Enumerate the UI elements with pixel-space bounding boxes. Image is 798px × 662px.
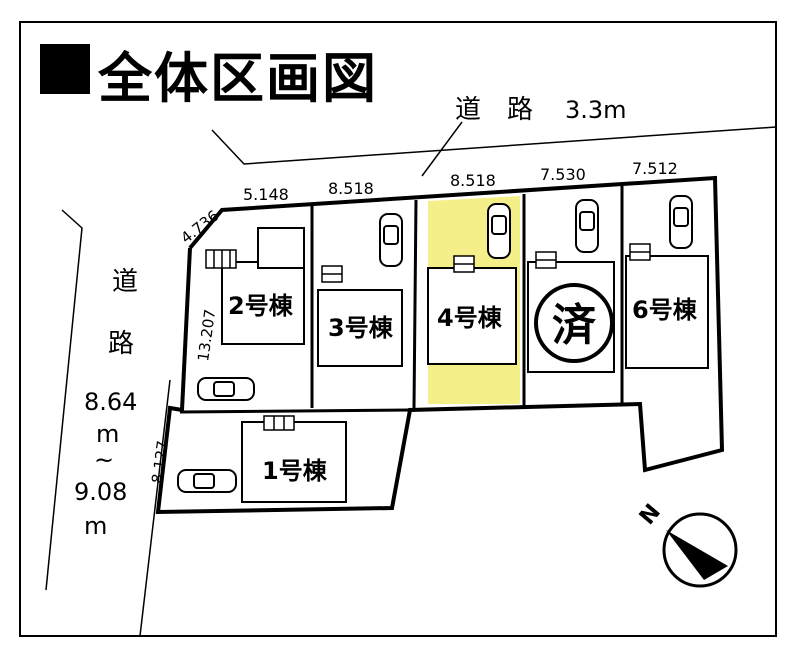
site-outline	[155, 175, 725, 515]
lot-divider	[179, 408, 411, 414]
road-left-width-5: m	[84, 512, 107, 540]
road-top-width: 3.3m	[565, 96, 627, 124]
road-top-leader	[421, 121, 463, 177]
outdoor-unit-icon	[453, 255, 475, 273]
road-left-char-2: 路	[108, 329, 134, 359]
lot-1-label: 1号棟	[262, 457, 328, 485]
lot-divider	[412, 199, 418, 409]
building-2-annex	[257, 227, 305, 269]
lot-5-sold-label: 済	[552, 300, 597, 351]
building-4	[427, 267, 517, 365]
building-1	[241, 421, 347, 503]
building-6	[625, 255, 709, 369]
dim-top-6: 7.512	[632, 159, 678, 178]
road-left-inner-edge	[139, 379, 171, 637]
lot-2-label: 2号棟	[228, 292, 294, 320]
car-icon	[379, 213, 403, 267]
car-icon	[669, 195, 693, 249]
outdoor-unit-icon	[321, 265, 343, 283]
car-icon	[197, 377, 255, 401]
dim-top-1: 4.736	[177, 207, 222, 248]
road-left-width-1: 8.64	[84, 388, 137, 416]
lot-4-label: 4号棟	[437, 304, 503, 332]
outdoor-unit-icon	[629, 243, 651, 261]
north-arrow-icon: N	[635, 500, 738, 588]
road-left-width-2: m	[96, 420, 119, 448]
page-title: 全体区画図	[98, 47, 378, 110]
lot-3-label: 3号棟	[328, 314, 394, 342]
road-left-width-4: 9.08	[74, 478, 127, 506]
outdoor-unit-icon	[205, 249, 237, 269]
outdoor-unit-icon	[535, 251, 557, 269]
dim-top-5: 7.530	[540, 165, 586, 184]
dim-top-3: 8.518	[328, 179, 374, 198]
building-3	[317, 289, 403, 367]
car-icon	[575, 199, 599, 253]
dim-top-4: 8.518	[450, 171, 496, 190]
north-label: N	[635, 500, 666, 530]
outer-border	[19, 21, 777, 637]
dim-top-2: 5.148	[243, 185, 289, 204]
outdoor-unit-icon	[263, 415, 295, 431]
lot-6-label: 6号棟	[632, 296, 698, 324]
dim-left-lower: 8.127	[148, 440, 172, 485]
car-icon	[177, 469, 237, 493]
title-square-icon	[40, 44, 90, 94]
dim-left-upper: 13.207	[194, 308, 219, 362]
car-icon	[487, 203, 511, 259]
road-left-edge	[45, 209, 83, 591]
building-2	[221, 261, 305, 345]
road-left-char-1: 道	[112, 267, 138, 297]
road-top-label: 道 路	[455, 95, 533, 125]
sold-mark-circle	[534, 283, 614, 363]
road-left-width-3: ~	[94, 446, 114, 474]
road-top-edge	[211, 126, 777, 165]
